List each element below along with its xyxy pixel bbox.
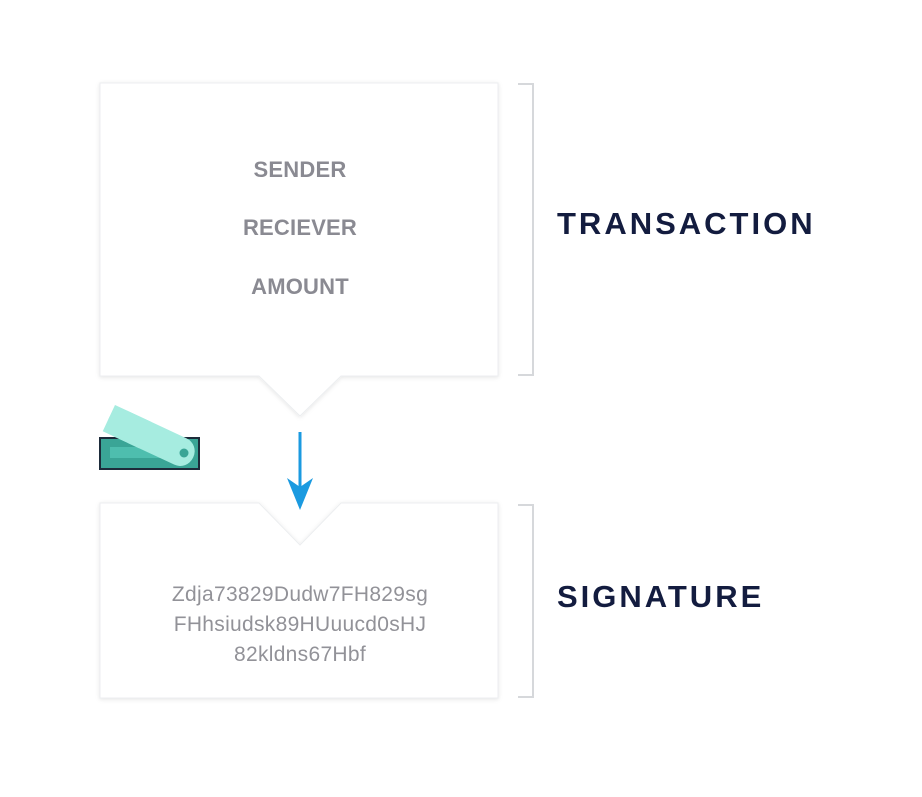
field-amount: AMOUNT — [251, 274, 349, 299]
signature-box — [99, 502, 499, 699]
down-arrow-icon — [287, 432, 313, 510]
field-receiver: RECIEVER — [242, 215, 358, 240]
signature-label: SIGNATURE — [557, 579, 765, 614]
signature-line: 82kldns67Hbf — [233, 643, 367, 666]
signature-bracket — [518, 504, 534, 698]
transaction-box — [99, 82, 499, 417]
hardware-wallet-icon — [99, 405, 200, 470]
field-sender: SENDER — [253, 157, 347, 182]
transaction-label: TRANSACTION — [557, 206, 816, 241]
signature-line: FHhsiudsk89HUuucd0sHJ — [173, 613, 427, 636]
signature-line: Zdja73829Dudw7FH829sg — [171, 583, 429, 606]
transaction-bracket — [518, 83, 534, 376]
